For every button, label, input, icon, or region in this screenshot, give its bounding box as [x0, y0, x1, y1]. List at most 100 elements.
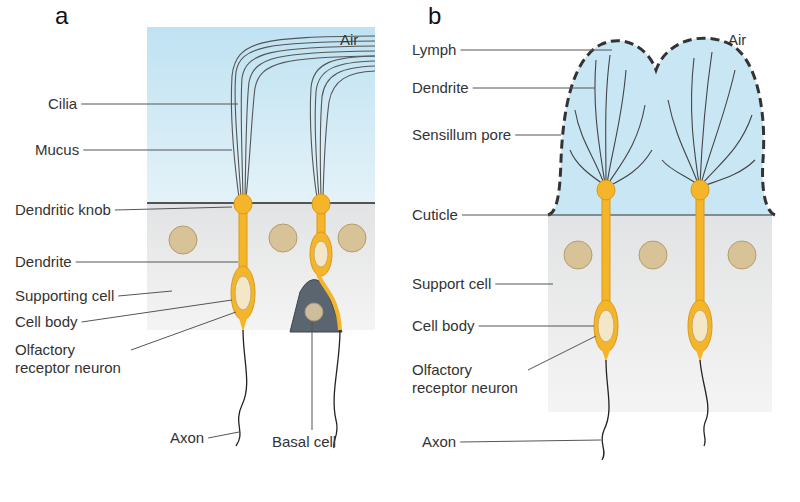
cilia — [231, 36, 375, 198]
cilium — [245, 51, 375, 198]
panel-letter: a — [55, 2, 68, 30]
leader-line — [118, 291, 172, 296]
dendrite-branches — [570, 52, 755, 186]
medium-label: Air — [728, 31, 746, 49]
branch — [691, 58, 699, 184]
leader-line — [515, 135, 561, 136]
dendritic-knob — [312, 194, 330, 214]
cuticle-base — [548, 214, 772, 215]
part-label: Cell body — [15, 313, 78, 331]
leader-line — [462, 215, 551, 216]
dendrite — [696, 192, 704, 302]
part-label: Basal cell — [272, 433, 336, 451]
part-label: Lymph — [412, 41, 456, 59]
nucleus — [639, 241, 667, 269]
branch — [608, 105, 645, 184]
neuron-a-left — [231, 194, 255, 446]
part-label: Dendrite — [15, 253, 72, 271]
part-label: Cuticle — [412, 206, 458, 224]
nucleus — [169, 226, 197, 254]
part-label: Olfactory receptor neuron — [15, 341, 127, 377]
nucleus — [269, 224, 297, 252]
cilium — [320, 66, 375, 198]
part-label: Dendrite — [412, 79, 469, 97]
leader-line — [81, 104, 238, 105]
axon — [334, 330, 340, 448]
cilium — [235, 41, 375, 198]
lymph — [548, 38, 775, 215]
medium-label: Air — [340, 31, 358, 49]
mucus-layer — [147, 27, 375, 203]
basal-nucleus — [305, 303, 323, 321]
cell-body — [594, 300, 618, 352]
panel-letter: b — [428, 2, 441, 30]
cell-nucleus — [692, 310, 708, 342]
cell-nucleus — [235, 276, 251, 310]
cell-body — [310, 232, 332, 276]
surface-line — [147, 202, 375, 204]
leader-line — [115, 207, 232, 210]
epithelium — [147, 203, 375, 330]
dendritic-knob — [691, 180, 709, 200]
dendritic-knob — [597, 180, 615, 200]
part-label: Axon — [170, 429, 204, 447]
part-label: Cell body — [412, 317, 475, 335]
axon — [602, 360, 609, 460]
leader-line — [473, 88, 595, 89]
part-label: Supporting cell — [15, 287, 114, 305]
axon — [236, 330, 247, 446]
leader-line — [528, 336, 596, 370]
cell-body — [231, 266, 255, 320]
cilium — [323, 71, 375, 198]
leader-line — [460, 440, 601, 442]
cuticle-outline — [548, 38, 775, 215]
neuron-b-right — [688, 180, 712, 446]
cell-nucleus — [598, 310, 614, 342]
cilium — [246, 56, 375, 198]
support-nuclei — [564, 241, 756, 269]
leader-line — [495, 284, 553, 285]
cilium — [315, 61, 375, 198]
part-label: Olfactory receptor neuron — [412, 361, 524, 397]
part-label: Mucus — [35, 141, 79, 159]
nucleus — [728, 241, 756, 269]
part-label: Sensillum pore — [412, 126, 511, 144]
leader-line — [76, 262, 238, 263]
part-label: Support cell — [412, 275, 491, 293]
branch — [595, 60, 605, 184]
leader-line — [479, 326, 594, 327]
branch — [702, 115, 752, 184]
neuron-a-right — [310, 194, 340, 448]
branch — [607, 70, 626, 184]
cilium — [241, 46, 375, 198]
leader-line — [131, 312, 236, 350]
dendritic-knob — [234, 194, 252, 214]
part-label: Cilia — [48, 95, 77, 113]
part-label: Axon — [422, 433, 456, 451]
epithelium — [548, 215, 772, 412]
leader-line — [312, 322, 313, 430]
cell-nucleus — [314, 241, 328, 267]
leader-line — [83, 150, 232, 151]
branch — [606, 55, 610, 184]
branch — [703, 160, 755, 186]
branch — [570, 150, 603, 184]
dendrite — [602, 192, 610, 302]
cilium — [310, 56, 375, 198]
branch — [700, 52, 712, 184]
branch — [609, 150, 652, 186]
branch — [662, 160, 697, 184]
cell-body — [688, 300, 712, 352]
part-label: Dendritic knob — [15, 201, 111, 219]
axon-base — [318, 274, 340, 330]
cilium — [231, 36, 375, 198]
nucleus — [564, 241, 592, 269]
leader-line — [208, 432, 239, 438]
support-nuclei — [169, 224, 366, 254]
nucleus — [338, 224, 366, 252]
axon — [700, 360, 708, 446]
leader-line — [460, 50, 612, 51]
